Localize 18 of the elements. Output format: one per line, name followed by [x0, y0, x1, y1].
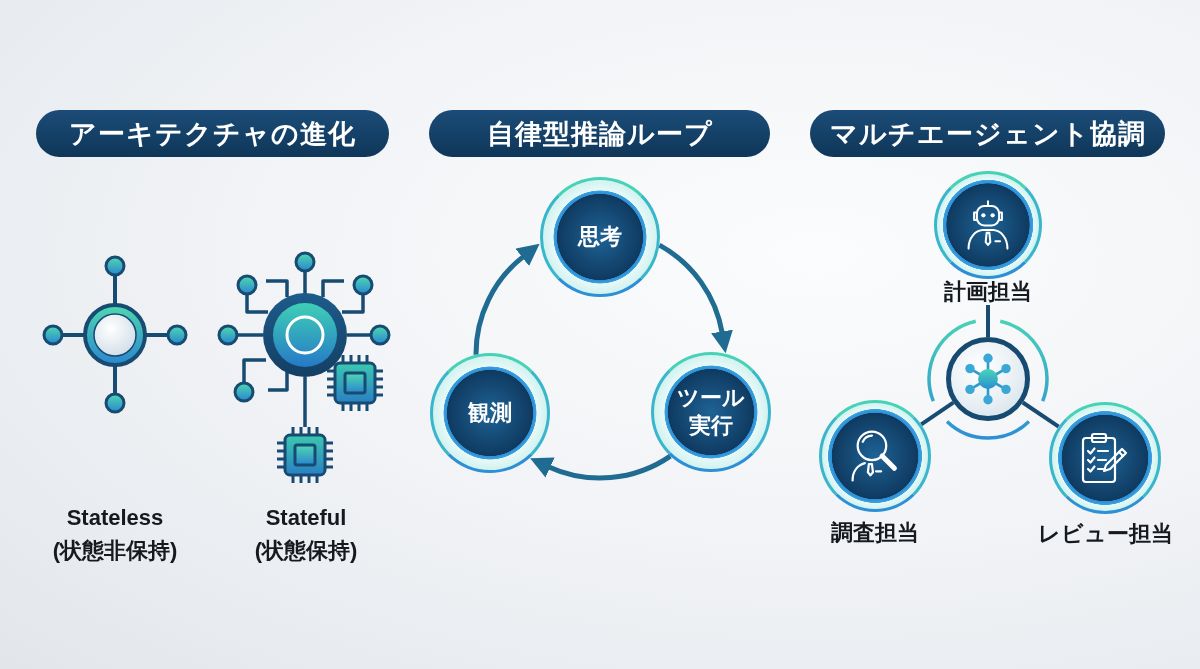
cycle-step-circle: 観測 — [430, 353, 550, 473]
connector-line — [1021, 400, 1060, 429]
connector-line — [986, 305, 990, 337]
cycle-step-circle: ツール実行 — [651, 352, 771, 472]
arrow — [473, 242, 539, 355]
section-header: アーキテクチャの進化 — [36, 110, 389, 157]
section-header: マルチエージェント協調 — [810, 110, 1165, 157]
arrow — [529, 453, 672, 481]
agent-label: 調査担当 — [831, 520, 919, 546]
agent-label: 計画担当 — [944, 279, 1032, 305]
arrow — [658, 243, 733, 353]
agent-label: レビュー担当 — [1037, 521, 1173, 547]
connector-line — [920, 401, 955, 427]
hub-circle — [946, 337, 1030, 421]
illustration-caption: Stateful (状態保持) — [254, 504, 358, 565]
illustration-caption: Stateless (状態非保持) — [52, 504, 178, 565]
section-header: 自律型推論ループ — [429, 110, 770, 157]
cycle-step-circle: 思考 — [540, 177, 660, 297]
